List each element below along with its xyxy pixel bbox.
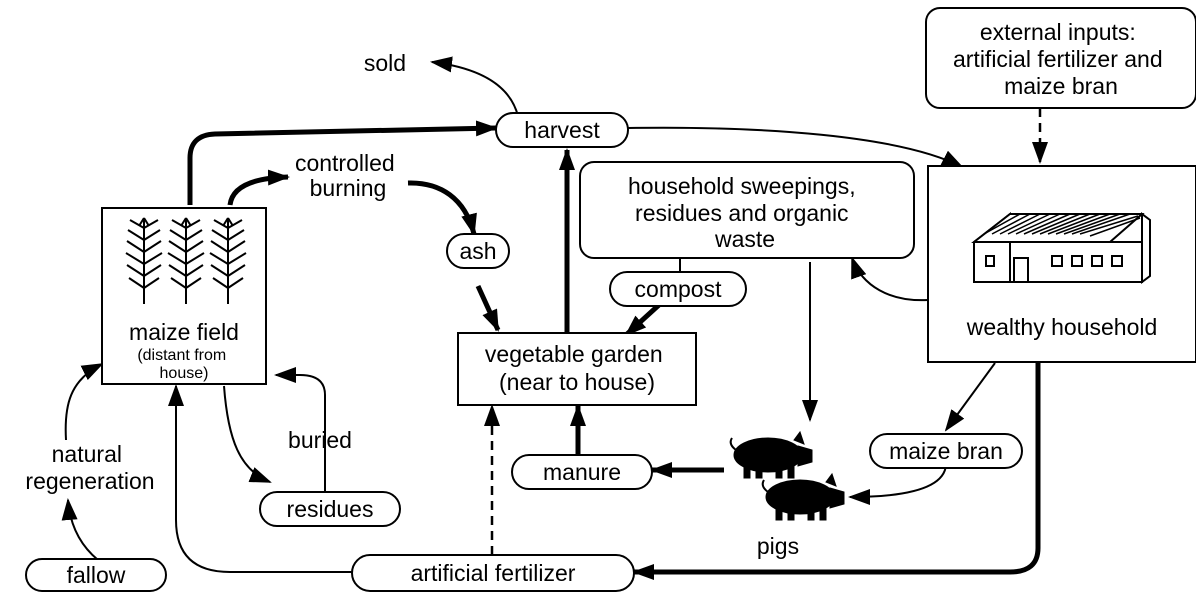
household-waste-label: household sweepings, residues and organi… <box>628 173 862 252</box>
ash-box <box>446 233 510 269</box>
arrow-household-to-fertilizer <box>632 363 1041 580</box>
arrow-maize-bran-to-pigs <box>848 464 947 505</box>
arrow-compost-to-garden <box>624 302 662 337</box>
arrow-burning-to-ash <box>407 180 477 236</box>
artificial-fertilizer-label: artificial fertilizer <box>411 560 576 586</box>
arrow-harvest-to-household <box>627 126 964 168</box>
external-inputs-box <box>925 7 1196 109</box>
arrow-harvest-to-sold <box>430 56 519 117</box>
arrow-fallow-to-regeneration <box>61 498 99 561</box>
vegetable-garden-box <box>457 332 697 406</box>
arrow-regeneration-to-maize-field <box>64 363 104 441</box>
residues-label: residues <box>287 496 374 522</box>
fallow-label: fallow <box>67 562 126 588</box>
arrow-maize-field-to-residues <box>223 385 272 483</box>
compost-box <box>609 271 747 307</box>
external-inputs-label: external inputs: artificial fertilizer a… <box>953 19 1169 99</box>
wealthy-household-label: wealthy household <box>966 314 1158 340</box>
maize-field-note: (distant from house) <box>137 347 230 382</box>
household-waste-box <box>579 161 915 259</box>
maize-field-box <box>101 207 267 385</box>
vegetable-garden-label: vegetable garden (near to house) <box>485 341 669 395</box>
harvest-label: harvest <box>524 117 600 143</box>
pig-icon <box>761 472 845 521</box>
manure-box <box>511 454 653 490</box>
sold-label: sold <box>364 50 406 76</box>
natural-regeneration-label: natural regeneration <box>25 441 154 494</box>
artificial-fertilizer-box <box>351 554 635 592</box>
maize-field-label: maize field <box>129 319 239 345</box>
arrow-residues-buried-to-maize-field <box>274 367 326 493</box>
pigs-label: pigs <box>757 533 799 559</box>
pig-icon <box>729 430 813 479</box>
arrow-fertilizer-to-maize-field <box>168 384 352 573</box>
arrow-maize-field-to-burning <box>227 169 290 206</box>
arrow-ash-to-garden <box>475 284 501 332</box>
ash-label: ash <box>459 238 496 264</box>
flow-arrows <box>61 56 1048 580</box>
arrow-maize-field-to-harvest <box>187 120 498 205</box>
arrow-household-to-waste <box>851 256 929 302</box>
harvest-box <box>495 112 629 148</box>
buried-label: buried <box>288 427 352 453</box>
arrow-household-to-maize-bran <box>944 362 996 432</box>
maize-bran-box <box>869 433 1023 469</box>
compost-label: compost <box>635 276 723 302</box>
fallow-box <box>25 558 167 592</box>
residues-box <box>259 491 401 527</box>
controlled-burning-label: controlled burning <box>295 150 401 201</box>
house-icon <box>971 211 1151 284</box>
maize-bran-label: maize bran <box>889 438 1003 464</box>
maize-plants-icon <box>125 217 247 304</box>
manure-label: manure <box>543 459 621 485</box>
